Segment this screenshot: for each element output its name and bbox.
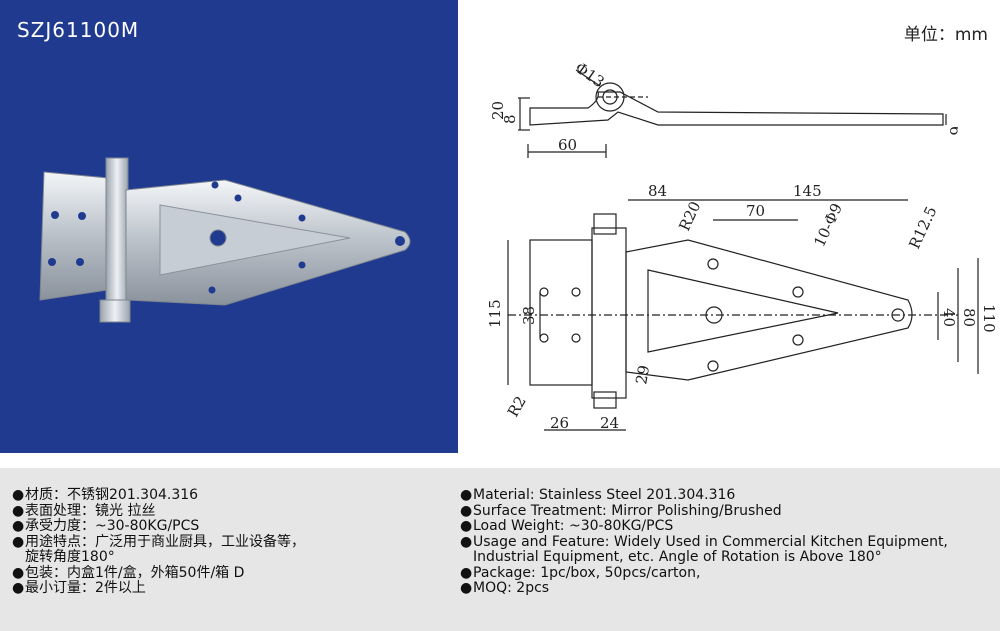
spec-item: ●Usage and Feature: Widely Used in Comme… — [460, 533, 948, 550]
bullet-icon: ● — [12, 518, 25, 534]
spec-item: ●表面处理：镜光 拉丝 — [12, 502, 156, 519]
hole — [211, 181, 219, 189]
spec-item: ●Package: 1pc/box, 50pcs/carton, — [460, 564, 701, 581]
dim-plate-thickness: 6 — [946, 126, 958, 136]
dim-r2: R2 — [504, 393, 530, 420]
bullet-icon: ● — [460, 518, 473, 534]
product-photo-panel: SZJ61100M — [0, 0, 458, 453]
dim-height: 20 — [489, 101, 507, 120]
divider — [0, 453, 1000, 468]
side-view-drawing: Φ13 20 8 60 6 — [489, 59, 958, 158]
bullet-icon: ● — [460, 533, 473, 550]
bullet-icon — [460, 550, 473, 566]
bullet-icon: ● — [12, 487, 25, 503]
hole — [208, 286, 216, 294]
hole — [298, 261, 306, 269]
spec-item: ●材质：不锈钢201.304.316 — [12, 487, 199, 503]
dim-84: 84 — [648, 182, 667, 200]
hinge-photo — [39, 157, 411, 323]
dim-38: 38 — [520, 306, 538, 325]
unit-label: 单位：mm — [903, 25, 988, 45]
dim-115: 115 — [488, 299, 504, 328]
spec-band: ●材质：不锈钢201.304.316 ●表面处理：镜光 拉丝 ●承受力度：~30… — [0, 468, 1000, 631]
spec-item: 旋转角度180° — [12, 549, 305, 566]
top-view-drawing: 84 145 70 R20 10-Φ9 R12.5 115 38 40 80 1… — [488, 182, 998, 432]
dim-r12-5: R12.5 — [905, 204, 940, 252]
hole — [76, 258, 84, 266]
dim-70: 70 — [746, 202, 765, 220]
hole — [395, 236, 405, 246]
model-title: SZJ61100M — [17, 18, 140, 42]
dim-110: 110 — [980, 304, 998, 333]
spec-item: ●Material: Stainless Steel 201.304.316 — [460, 487, 736, 503]
dim-24: 24 — [600, 414, 619, 432]
hole — [209, 229, 227, 247]
bullet-icon: ● — [460, 580, 473, 596]
bullet-icon: ● — [12, 533, 25, 550]
technical-drawing-panel: 单位：mm — [458, 0, 1000, 453]
bullet-icon: ● — [460, 502, 473, 519]
spec-item: ●承受力度：~30-80KG/PCS — [12, 518, 200, 534]
spec-item: ●包装：内盒1件/盒，外箱50件/箱 D — [12, 564, 245, 581]
spec-list-english: ●Material: Stainless Steel 201.304.316 ●… — [460, 487, 948, 597]
bullet-icon — [12, 550, 25, 566]
bullet-icon: ● — [460, 487, 473, 503]
bullet-icon: ● — [12, 580, 25, 596]
dim-leaf-width: 60 — [558, 136, 577, 154]
dim-29: 29 — [632, 364, 653, 386]
dim-holes: 10-Φ9 — [810, 200, 846, 249]
bullet-icon: ● — [12, 502, 25, 519]
spec-item: ●Surface Treatment: Mirror Polishing/Bru… — [460, 502, 782, 519]
dim-145: 145 — [793, 182, 822, 200]
hole — [51, 211, 59, 219]
dim-pin-diameter: Φ13 — [572, 59, 608, 92]
hole — [78, 212, 86, 220]
bullet-icon: ● — [12, 564, 25, 581]
spec-item: ●最小订量：2件以上 — [12, 580, 146, 596]
spec-item: ●MOQ: 2pcs — [460, 580, 550, 596]
spec-list-chinese: ●材质：不锈钢201.304.316 ●表面处理：镜光 拉丝 ●承受力度：~30… — [12, 487, 305, 597]
bullet-icon: ● — [460, 564, 473, 581]
dim-thickness: 8 — [501, 114, 519, 124]
spec-item: Industrial Equipment, etc. Angle of Rota… — [460, 549, 948, 566]
hole — [234, 194, 242, 202]
dim-r20: R20 — [675, 199, 704, 234]
dim-80: 80 — [960, 308, 978, 327]
dim-40: 40 — [940, 308, 958, 327]
dim-26: 26 — [550, 414, 569, 432]
hole — [48, 258, 56, 266]
spec-item: ●Load Weight: ~30-80KG/PCS — [460, 518, 674, 534]
spec-item: ●用途特点：广泛用于商业厨具，工业设备等， — [12, 533, 305, 550]
hole — [298, 214, 306, 222]
